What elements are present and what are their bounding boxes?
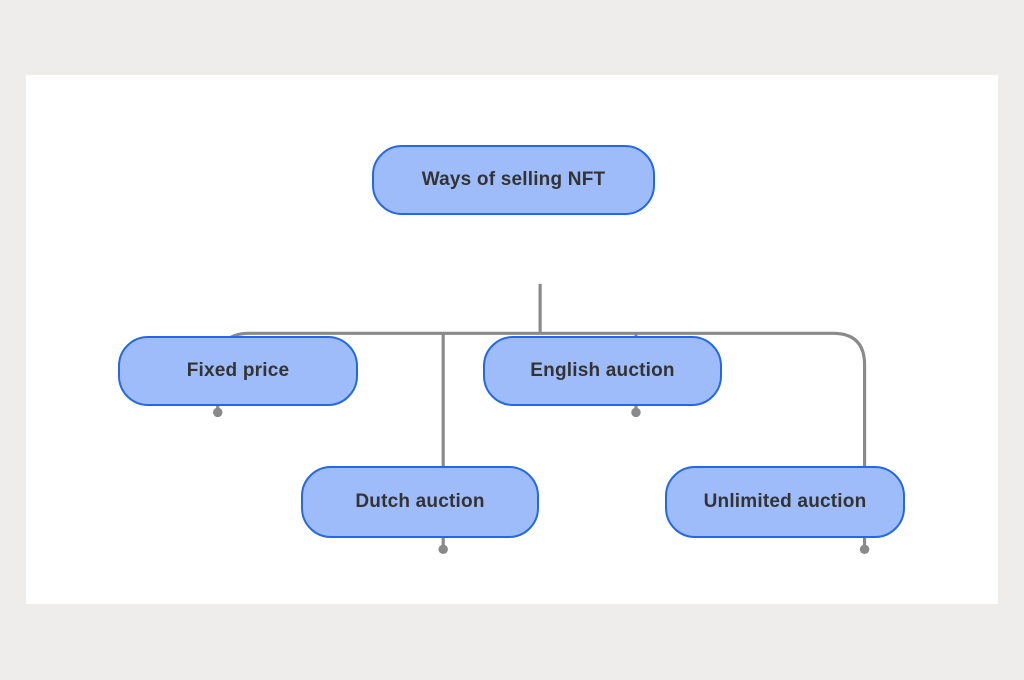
node-fixed-price[interactable]: Fixed price	[118, 336, 358, 406]
node-label: English auction	[530, 360, 675, 381]
connector-endpoint-dot-dutch	[438, 544, 448, 555]
connector-endpoint-dot-unlimited	[859, 544, 870, 555]
node-label: Ways of selling NFT	[421, 169, 606, 190]
node-english-auction[interactable]: English auction	[483, 336, 722, 406]
node-label: Fixed price	[186, 360, 290, 381]
node-label: Unlimited auction	[703, 491, 867, 512]
node-unlimited-auction[interactable]: Unlimited auction	[665, 466, 905, 538]
connector-endpoint-dot-english	[631, 407, 641, 418]
node-ways-of-selling-nft[interactable]: Ways of selling NFT	[372, 145, 655, 215]
node-label: Dutch auction	[355, 491, 485, 512]
node-dutch-auction[interactable]: Dutch auction	[301, 466, 539, 538]
connector-endpoint-dot-fixed	[212, 407, 223, 418]
